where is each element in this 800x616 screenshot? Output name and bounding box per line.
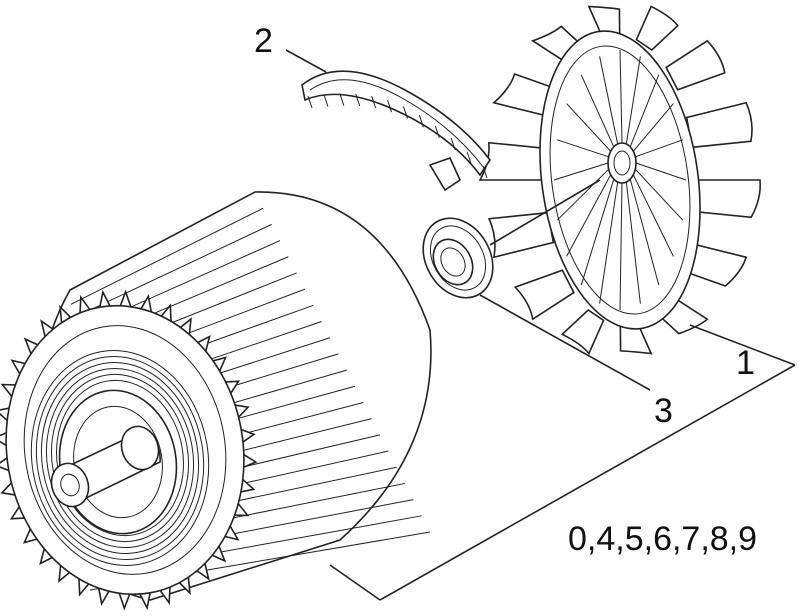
motor-tooth (23, 528, 38, 544)
fan-rib (632, 103, 674, 152)
motor-tooth (118, 592, 131, 611)
fan-blade (685, 101, 753, 149)
motor-tooth (40, 319, 54, 337)
winding-loop (45, 367, 195, 549)
fan-blade (635, 5, 679, 52)
ring-tooth (339, 93, 345, 106)
fan-blade (487, 211, 555, 259)
fan-rib (619, 182, 623, 311)
motor-fin (69, 191, 256, 291)
fan-rib (599, 56, 619, 145)
motor-tooth (224, 525, 240, 541)
label-fan: 1 (736, 344, 755, 382)
ring-tooth (482, 165, 488, 179)
fan-rib (619, 49, 623, 144)
motor-tooth (23, 337, 39, 355)
label-motor: 0,4,5,6,7,8,9 (568, 520, 757, 558)
ring-teeth (307, 93, 488, 179)
ring-tooth (434, 125, 440, 138)
motor-shaft (50, 425, 161, 508)
motor-tooth (79, 294, 91, 313)
motor-tooth (58, 565, 71, 583)
leader-lines (285, 49, 796, 601)
label-bearing: 3 (654, 392, 673, 430)
ring-tooth (418, 114, 424, 128)
fan-rib (634, 168, 684, 221)
motor-tooth (240, 478, 256, 493)
winding-loop (50, 373, 190, 543)
ring-tooth (355, 93, 361, 107)
fan-rib (625, 56, 641, 145)
fan-rib (556, 168, 610, 221)
fan-rib (580, 74, 615, 148)
motor-tooth (211, 545, 227, 563)
fan-blade (560, 308, 605, 356)
motor-tooth (99, 289, 111, 308)
fan-rib (635, 139, 683, 158)
ring-tooth (307, 95, 313, 109)
fan-rib (629, 74, 660, 148)
ball-bearing (422, 217, 494, 299)
fan-rib (566, 103, 612, 152)
motor-tooth (140, 293, 153, 313)
fan-blade (513, 269, 575, 321)
fan-rib (599, 181, 619, 304)
motor-assembly (0, 191, 432, 611)
motor-tooth (197, 334, 211, 352)
ring-tooth (466, 151, 472, 164)
ring-tooth (371, 95, 377, 109)
winding-loop (35, 356, 205, 560)
fan-blade (478, 141, 549, 181)
motor-tooth (10, 359, 26, 375)
motor-tooth (240, 428, 256, 443)
fan-rib (629, 179, 660, 286)
ring-tooth (450, 137, 456, 151)
fan-ribs (553, 49, 687, 311)
motor-tooth (212, 356, 227, 372)
motor-tooth (139, 592, 151, 611)
motor-tooth (119, 289, 132, 308)
label-ring: 2 (254, 22, 273, 60)
motor-tooth (225, 380, 241, 394)
winding-loop (40, 361, 200, 555)
motor-tooth (39, 548, 53, 566)
motor-tooth (243, 453, 258, 468)
fan-rib (580, 179, 615, 286)
winding-loop (30, 350, 210, 566)
fan-rib (635, 162, 687, 181)
fan-rib (566, 174, 612, 257)
motor-tooth (196, 563, 210, 581)
fan-impeller (478, 5, 762, 356)
fan-blade (665, 39, 726, 91)
fan-rib (553, 162, 609, 181)
motor-tooth (97, 587, 110, 607)
fan-rib (557, 139, 609, 158)
motor-fin (70, 207, 264, 305)
ring-tooth (402, 106, 408, 119)
ring-segment (301, 70, 491, 192)
fan-rib (625, 181, 641, 304)
motor-tooth (0, 432, 7, 447)
motor-tooth (179, 317, 192, 335)
ring-tooth (387, 99, 393, 113)
fan-rib (632, 174, 674, 257)
fan-blade (691, 179, 762, 219)
motor-tooth (9, 506, 25, 520)
motor-tooth (159, 587, 171, 606)
ring-tooth (323, 94, 329, 107)
